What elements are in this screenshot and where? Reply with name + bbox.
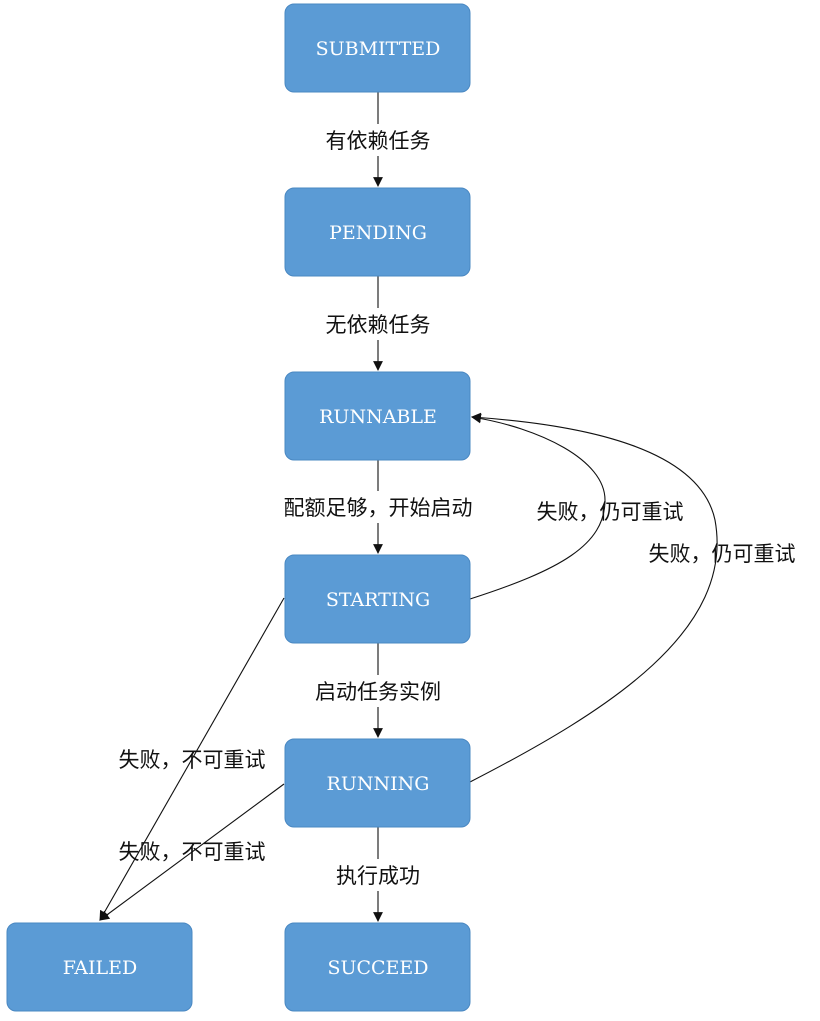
edge-starting-runnable (469, 413, 606, 600)
label-starting-failed: 失败，不可重试 (119, 748, 266, 772)
edge-running-failed (99, 783, 285, 921)
label-runnable-starting: 配额足够，开始启动 (284, 496, 473, 520)
node-succeed: SUCCEED (284, 922, 471, 1012)
node-running-label: RUNNING (327, 773, 430, 795)
node-failed: FAILED (6, 922, 193, 1012)
edge-running-runnable (469, 412, 718, 783)
label-running-failed: 失败，不可重试 (119, 840, 266, 864)
node-pending-label: PENDING (329, 222, 427, 244)
node-starting: STARTING (284, 554, 471, 644)
label-running-succeed: 执行成功 (336, 864, 420, 888)
label-pending-runnable: 无依赖任务 (326, 313, 431, 337)
node-runnable: RUNNABLE (284, 371, 471, 461)
node-submitted: SUBMITTED (284, 3, 471, 93)
edge-starting-failed (99, 597, 285, 921)
node-pending: PENDING (284, 187, 471, 277)
node-running: RUNNING (284, 738, 471, 828)
label-running-runnable: 失败，仍可重试 (649, 542, 796, 566)
label-submitted-pending: 有依赖任务 (326, 129, 431, 153)
label-starting-runnable: 失败，仍可重试 (537, 500, 684, 524)
node-succeed-label: SUCCEED (327, 957, 428, 979)
edge-labels: 有依赖任务 无依赖任务 配额足够，开始启动 启动任务实例 执行成功 失败，仍可重… (119, 124, 796, 891)
label-starting-running: 启动任务实例 (315, 680, 441, 704)
node-runnable-label: RUNNABLE (319, 406, 437, 428)
node-starting-label: STARTING (326, 589, 430, 611)
node-submitted-label: SUBMITTED (316, 38, 441, 60)
node-failed-label: FAILED (63, 957, 137, 979)
